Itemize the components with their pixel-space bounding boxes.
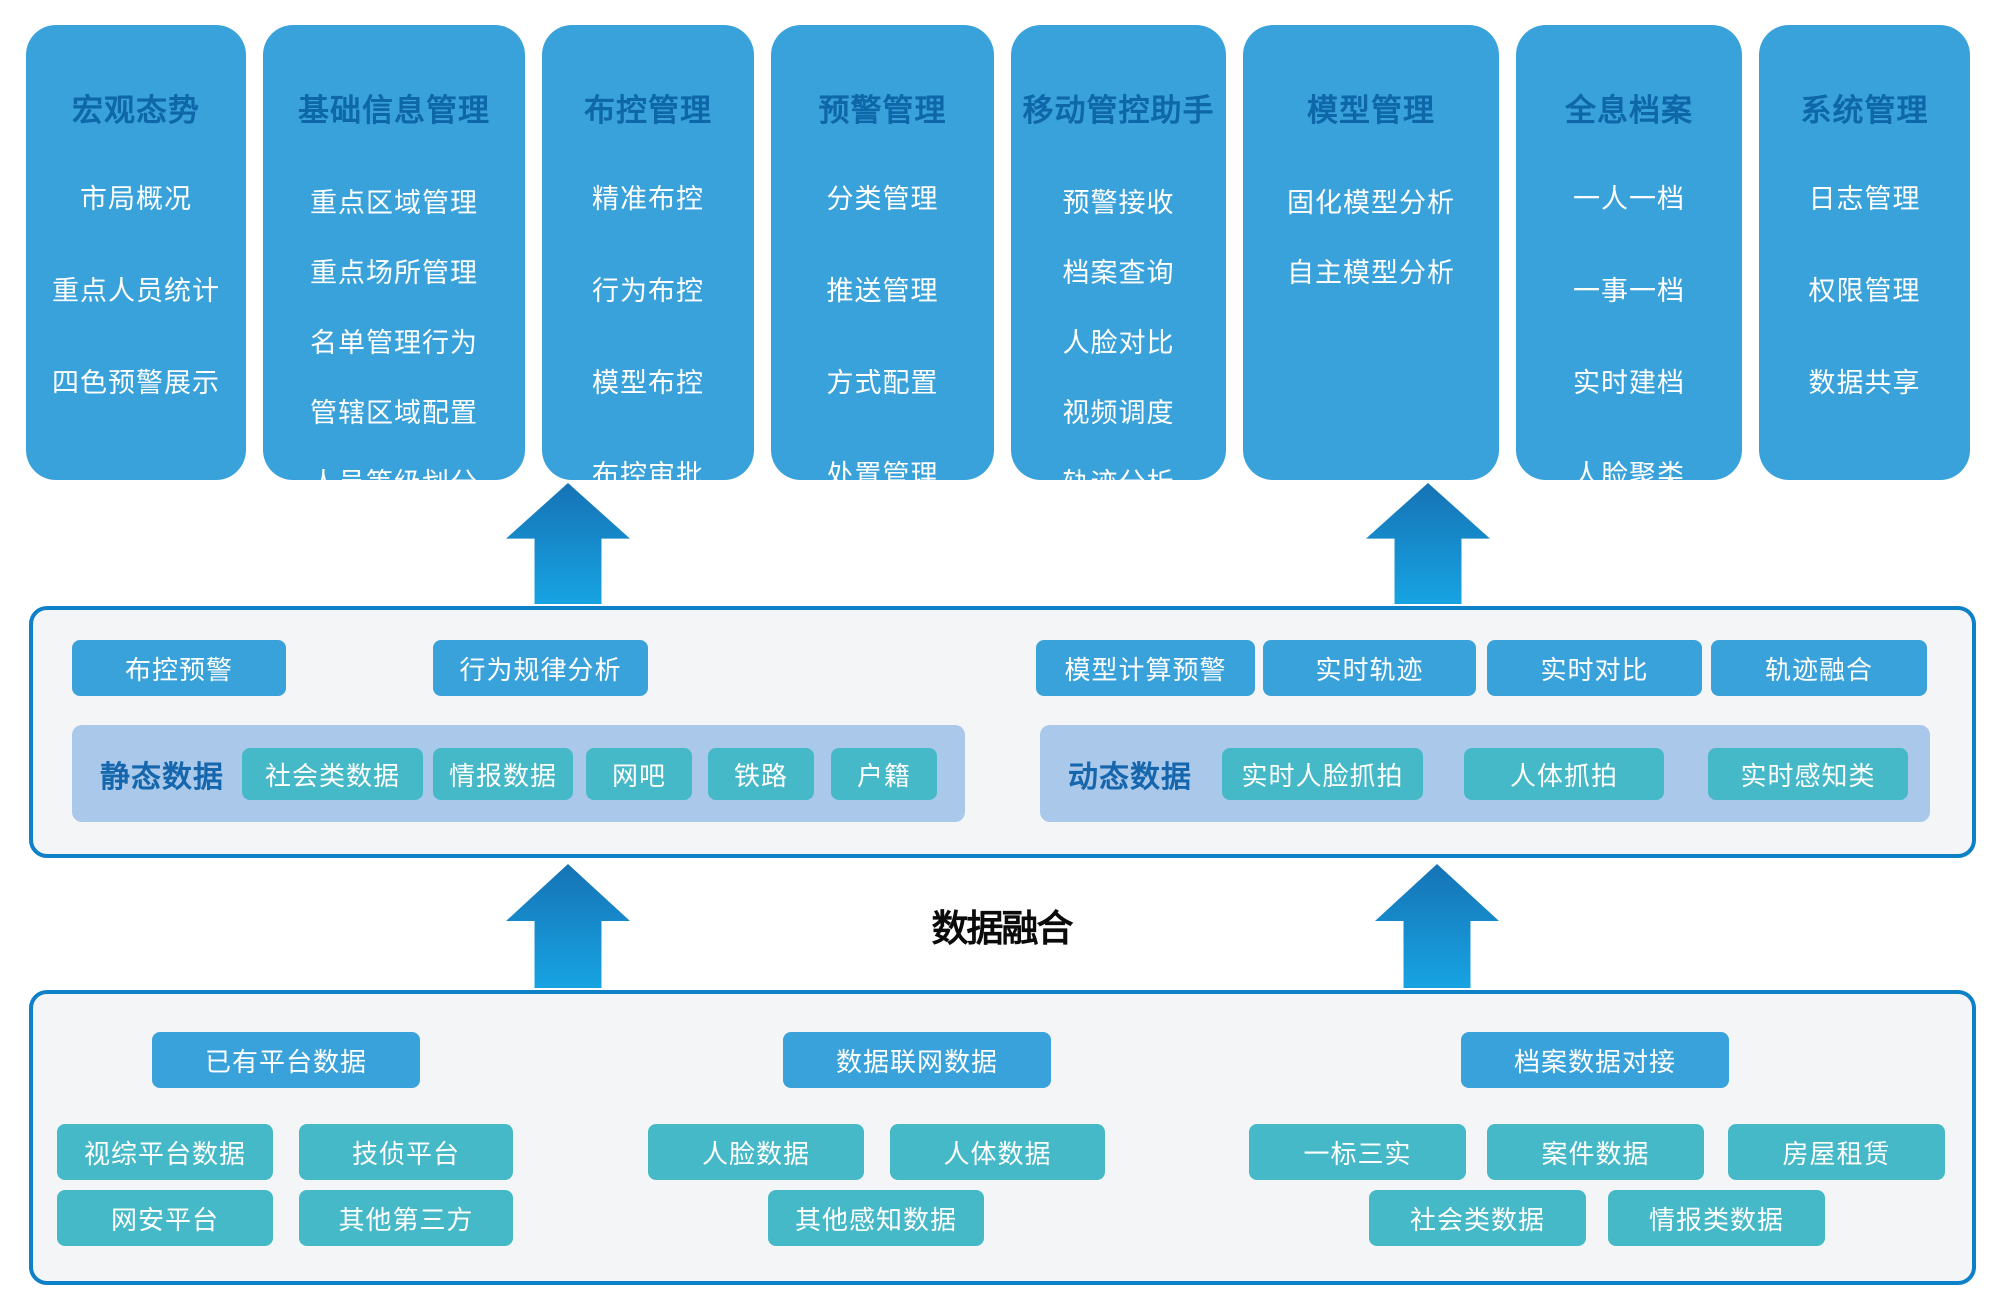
module-item: 固化模型分析 (1287, 187, 1455, 219)
static-data-chip: 情报数据 (433, 748, 573, 800)
existing-platform-header: 已有平台数据 (152, 1032, 420, 1088)
model-compute-alert-button: 模型计算预警 (1036, 640, 1255, 696)
module-item: 自主模型分析 (1287, 257, 1455, 289)
module-item: 重点人员统计 (52, 275, 220, 307)
analysis-layer-panel: 布控预警 行为规律分析 静态数据 社会类数据 情报数据 网吧 铁路 户籍 模型计… (29, 606, 1976, 858)
module-item-list: 预警接收 档案查询 人脸对比 视频调度 轨迹分析 (1011, 165, 1226, 515)
module-item: 一事一档 (1573, 275, 1685, 307)
module-item-list: 市局概况 重点人员统计 四色预警展示 (26, 150, 246, 426)
module-item: 重点场所管理 (310, 257, 478, 289)
source-chip: 案件数据 (1487, 1124, 1704, 1180)
static-data-label: 静态数据 (100, 759, 224, 795)
static-data-chip: 铁路 (708, 748, 814, 800)
module-title: 宏观态势 (72, 93, 200, 129)
source-chip: 技侦平台 (299, 1124, 513, 1180)
module-item: 推送管理 (826, 275, 939, 307)
surveillance-alert-button: 布控预警 (72, 640, 286, 696)
module-item: 视频调度 (1062, 397, 1175, 429)
module-title: 移动管控助手 (1022, 93, 1215, 129)
module-item: 人脸对比 (1062, 327, 1175, 359)
source-chip: 情报类数据 (1608, 1190, 1825, 1246)
module-item: 轨迹分析 (1062, 467, 1175, 499)
module-item-list: 重点区域管理 重点场所管理 名单管理行为 管辖区域配置 人员等级划分 (263, 165, 525, 515)
source-chip: 其他感知数据 (768, 1190, 984, 1246)
module-item: 重点区域管理 (310, 187, 478, 219)
static-data-chip: 户籍 (831, 748, 937, 800)
module-item: 名单管理行为 (310, 327, 478, 359)
dynamic-data-panel: 动态数据 实时人脸抓拍 人体抓拍 实时感知类 (1040, 725, 1930, 822)
module-item: 管辖区域配置 (310, 397, 478, 429)
module-item: 精准布控 (592, 183, 704, 215)
module-item: 模型布控 (592, 367, 704, 399)
module-item: 四色预警展示 (52, 367, 220, 399)
module-item: 行为布控 (592, 275, 704, 307)
module-mobile-assistant: 移动管控助手 预警接收 档案查询 人脸对比 视频调度 轨迹分析 (1011, 25, 1226, 499)
module-item: 市局概况 (80, 183, 192, 215)
source-chip: 视综平台数据 (57, 1124, 273, 1180)
source-chip: 一标三实 (1249, 1124, 1466, 1180)
module-holographic-archive: 全息档案 一人一档 一事一档 实时建档 人脸聚类 (1516, 25, 1742, 491)
module-item: 分类管理 (826, 183, 939, 215)
module-item-list: 日志管理 权限管理 数据共享 (1759, 150, 1970, 426)
module-item-list: 精准布控 行为布控 模型布控 布控审批 (542, 150, 754, 518)
dynamic-data-chip: 实时人脸抓拍 (1222, 748, 1423, 800)
networked-data-header: 数据联网数据 (783, 1032, 1051, 1088)
realtime-compare-button: 实时对比 (1487, 640, 1702, 696)
module-title: 预警管理 (818, 93, 947, 129)
module-title: 全息档案 (1565, 93, 1693, 129)
module-item-list: 固化模型分析 自主模型分析 (1243, 165, 1499, 305)
module-system-mgmt: 系统管理 日志管理 权限管理 数据共享 (1759, 25, 1970, 480)
behavior-analysis-button: 行为规律分析 (433, 640, 648, 696)
module-item: 一人一档 (1573, 183, 1685, 215)
module-alert-mgmt: 预警管理 分类管理 推送管理 方式配置 处置管理 (771, 25, 994, 491)
dynamic-data-chip: 实时感知类 (1708, 748, 1908, 800)
realtime-track-button: 实时轨迹 (1263, 640, 1476, 696)
data-source-panel: 已有平台数据 视综平台数据 技侦平台 网安平台 其他第三方 数据联网数据 人脸数… (29, 990, 1976, 1285)
module-item: 布控审批 (592, 459, 704, 491)
module-macro-situation: 宏观态势 市局概况 重点人员统计 四色预警展示 (26, 25, 246, 480)
static-data-chip: 网吧 (586, 748, 692, 800)
module-item: 方式配置 (826, 367, 939, 399)
dynamic-data-label: 动态数据 (1068, 759, 1192, 795)
up-arrow-icon (1366, 483, 1490, 604)
module-surveillance-mgmt: 布控管理 精准布控 行为布控 模型布控 布控审批 (542, 25, 754, 491)
module-title: 模型管理 (1307, 93, 1435, 129)
track-fusion-button: 轨迹融合 (1711, 640, 1927, 696)
source-chip: 房屋租赁 (1728, 1124, 1945, 1180)
module-item: 日志管理 (1808, 183, 1921, 215)
data-fusion-label: 数据融合 (931, 907, 1074, 950)
static-data-panel: 静态数据 社会类数据 情报数据 网吧 铁路 户籍 (72, 725, 965, 822)
source-chip: 人脸数据 (648, 1124, 864, 1180)
source-chip: 社会类数据 (1369, 1190, 1586, 1246)
module-item-list: 分类管理 推送管理 方式配置 处置管理 (771, 150, 994, 518)
module-item: 实时建档 (1573, 367, 1685, 399)
module-item-list: 一人一档 一事一档 实时建档 人脸聚类 (1516, 150, 1742, 518)
module-item: 档案查询 (1062, 257, 1175, 289)
source-chip: 其他第三方 (299, 1190, 513, 1246)
module-model-mgmt: 模型管理 固化模型分析 自主模型分析 (1243, 25, 1499, 480)
module-item: 处置管理 (826, 459, 939, 491)
module-item: 人员等级划分 (310, 467, 478, 499)
static-data-chip: 社会类数据 (242, 748, 423, 800)
module-basic-info: 基础信息管理 重点区域管理 重点场所管理 名单管理行为 管辖区域配置 人员等级划… (263, 25, 525, 499)
archive-docking-header: 档案数据对接 (1461, 1032, 1729, 1088)
module-title: 基础信息管理 (298, 93, 490, 129)
module-item: 数据共享 (1808, 367, 1921, 399)
module-item: 权限管理 (1808, 275, 1921, 307)
source-chip: 人体数据 (890, 1124, 1105, 1180)
dynamic-data-chip: 人体抓拍 (1464, 748, 1664, 800)
module-title: 系统管理 (1800, 93, 1929, 129)
module-item: 人脸聚类 (1573, 459, 1685, 491)
module-item: 预警接收 (1062, 187, 1175, 219)
top-modules-row: 宏观态势 市局概况 重点人员统计 四色预警展示 基础信息管理 重点区域管理 重点… (26, 25, 1970, 499)
module-title: 布控管理 (584, 93, 712, 129)
source-chip: 网安平台 (57, 1190, 273, 1246)
